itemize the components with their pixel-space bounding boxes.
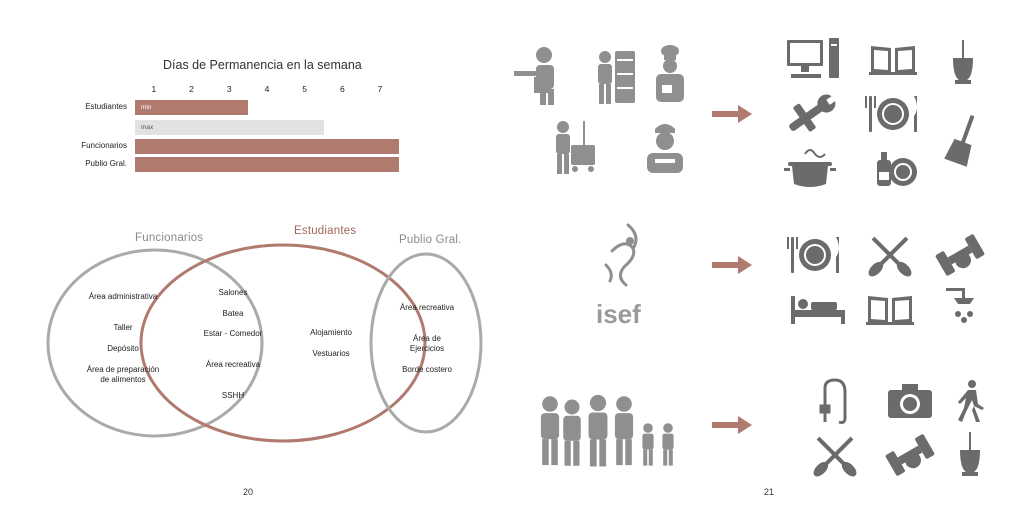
plate-cutlery-icon (787, 237, 839, 273)
arrow-icon (712, 105, 752, 123)
x-tick-label: 7 (377, 84, 383, 94)
x-tick-label: 3 (226, 84, 232, 94)
page-number-right: 21 (764, 487, 775, 497)
worker-icon (514, 47, 554, 105)
venn-title-funcionarios: Funcionarios (135, 232, 204, 244)
mate-icon (953, 40, 973, 84)
bar: max (135, 120, 324, 135)
bar: min (135, 100, 249, 115)
vendor-icon (598, 51, 635, 104)
venn-item: SSHH (221, 391, 245, 400)
venn-item: Área administrativa (88, 292, 158, 301)
dish-soap-icon (877, 152, 917, 186)
venn-funcionarios-ellipse (46, 248, 264, 438)
venn-item: Depósito (107, 344, 139, 353)
bar-label: min (141, 104, 152, 111)
mechanic-icon (647, 124, 683, 173)
venn-diagram (46, 243, 483, 443)
venn-item: Batea (222, 309, 244, 318)
bar (135, 157, 399, 172)
shower-icon (946, 288, 974, 323)
venn-item: Taller (113, 323, 133, 332)
dumbbell-icon (934, 233, 987, 279)
mate-icon (960, 432, 980, 476)
bed-icon (791, 296, 845, 324)
venn-item: Alojamiento (310, 328, 352, 337)
camera-icon (888, 384, 932, 418)
arrow-icon (712, 256, 752, 274)
book-icon (866, 296, 914, 325)
venn-item: Área recreativa (399, 303, 455, 312)
venn-estudiantes-ellipse (139, 243, 427, 443)
category-label: Estudiantes (85, 102, 127, 111)
venn-item: Vestuarios (312, 349, 350, 358)
family-icon (540, 394, 674, 467)
isef-logo-text: isef (596, 299, 641, 329)
x-tick-label: 1 (151, 84, 157, 94)
walking-icon (958, 380, 984, 422)
chart-title: Días de Permanencia en la semana (163, 58, 362, 72)
venn-item: Borde costero (402, 365, 452, 374)
venn-publico-ellipse (369, 252, 483, 434)
category-label: Funcionarios (81, 141, 127, 150)
venn-item: Área de preparación de alimentos (86, 365, 160, 384)
dumbbell-icon (884, 433, 937, 479)
category-label: Publio Gral. (85, 159, 127, 168)
venn-item: Área de Ejercicios (409, 334, 445, 353)
arrow-icon (712, 416, 752, 434)
x-tick-label: 4 (264, 84, 270, 94)
x-tick-label: 5 (302, 84, 307, 94)
book-icon (869, 46, 917, 75)
pot-icon (784, 149, 836, 187)
paddles-icon (865, 234, 915, 280)
fishing-icon (819, 378, 847, 424)
paddles-icon (810, 434, 860, 480)
bar (135, 139, 399, 154)
tools-icon (789, 94, 838, 132)
venn-item: Área recreativa (205, 360, 261, 369)
venn-item: Salones (218, 288, 248, 297)
page-number-left: 20 (243, 487, 254, 497)
x-tick-label: 2 (189, 84, 194, 94)
bar-label: max (141, 124, 154, 131)
computer-icon (787, 38, 839, 78)
x-tick-label: 6 (339, 84, 345, 94)
plate-cutlery-icon (865, 96, 917, 132)
venn-item: Estar - Comedor (203, 329, 263, 338)
isef-logo-icon: isef (596, 223, 641, 329)
cleaner-cart-icon (556, 121, 595, 174)
chef-icon (656, 45, 684, 102)
icon-panel: isef (514, 38, 987, 480)
venn-title-estudiantes: Estudiantes (294, 225, 357, 237)
broom-icon (944, 115, 975, 167)
venn-title-publico: Publio Gral. (399, 234, 462, 246)
